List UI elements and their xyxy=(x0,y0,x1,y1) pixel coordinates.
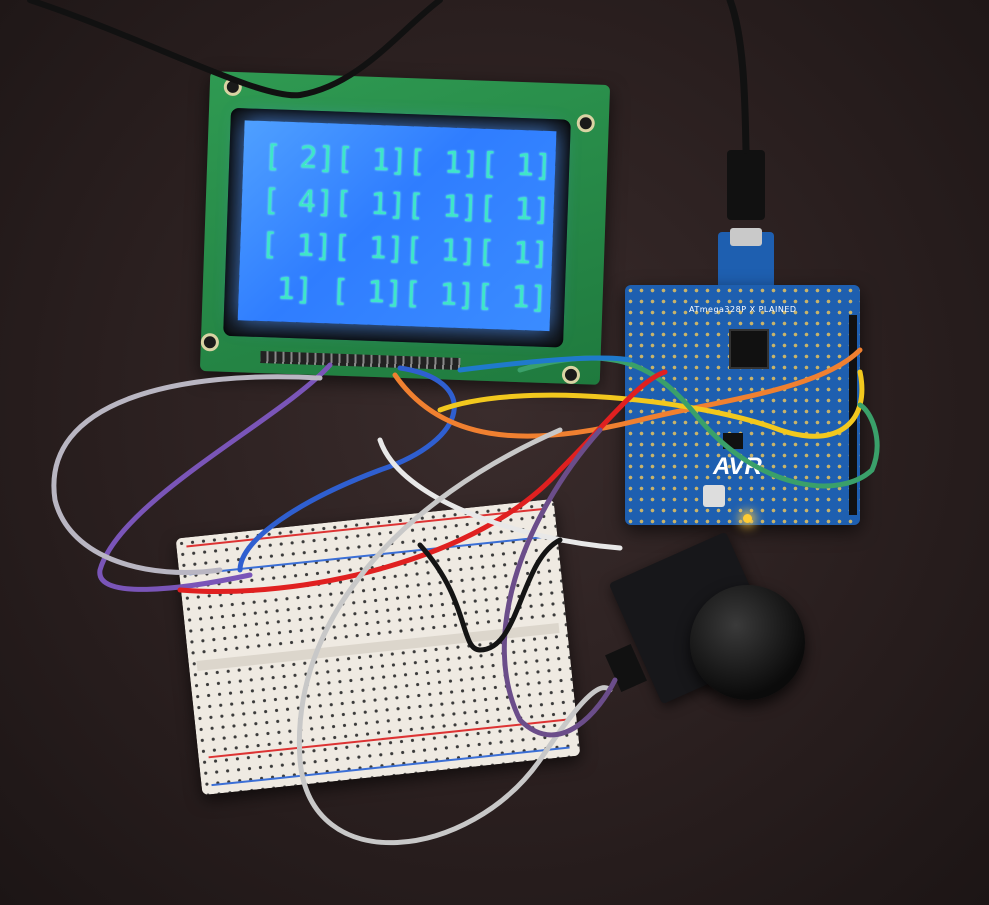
usb-cable xyxy=(726,0,750,154)
red-wire xyxy=(177,369,668,594)
yellow-wire xyxy=(437,369,865,439)
grey-wire-left xyxy=(51,374,323,575)
black-cable xyxy=(27,0,443,99)
black-wire xyxy=(417,537,563,653)
grey-wire-long xyxy=(296,427,613,846)
board-title: ATmega328P X PLAINED xyxy=(689,305,797,314)
orange-wire xyxy=(392,347,863,439)
usb-plug xyxy=(727,150,765,220)
reset-button xyxy=(703,485,725,507)
green-wire xyxy=(517,355,880,489)
status-led xyxy=(743,514,752,523)
teal-blue-wire xyxy=(457,355,633,373)
white-wire xyxy=(377,437,623,551)
micro-usb-connector xyxy=(730,228,762,246)
joystick-knob xyxy=(690,585,805,700)
dark-purple-wire xyxy=(501,427,618,738)
purple-wire xyxy=(97,362,333,592)
blue-wire xyxy=(237,365,457,573)
pin-header-right xyxy=(849,315,857,515)
microcontroller-chip xyxy=(729,329,769,369)
